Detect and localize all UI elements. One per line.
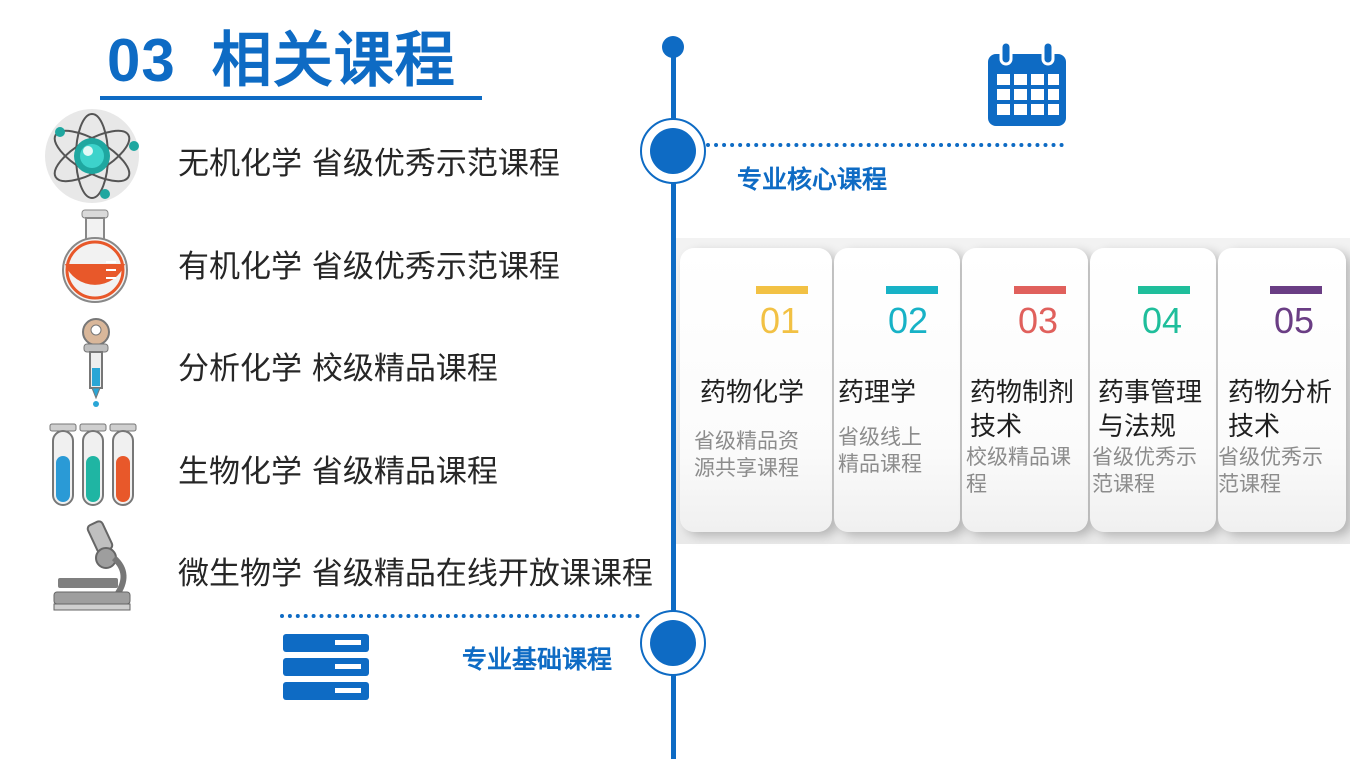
server-stack-icon — [283, 632, 369, 702]
course-card: 04 药事管理与法规 省级优秀示范课程 — [1090, 248, 1216, 532]
card-description: 省级优秀示范课程 — [1218, 445, 1323, 496]
dropper-icon — [48, 314, 148, 414]
card-description: 省级优秀示范课程 — [1092, 445, 1197, 496]
core-courses-panel: 01 药物化学 省级精品资源共享课程 02 药理学 省级线上精品课程 03 药物… — [676, 238, 1350, 544]
calendar-icon — [985, 40, 1069, 130]
course-item: 微生物学 省级精品在线开放课课程 — [178, 556, 653, 592]
card-number: 04 — [1142, 300, 1183, 341]
timeline-node-foundation — [640, 610, 706, 676]
timeline-start-dot — [662, 36, 684, 58]
microscope-icon — [44, 518, 144, 618]
connector-foundation — [280, 614, 640, 618]
course-item: 无机化学 省级优秀示范课程 — [178, 146, 560, 182]
card-color-bar — [886, 286, 938, 294]
card-color-bar — [1138, 286, 1190, 294]
card-title: 药物制剂技术 — [970, 378, 1075, 442]
course-card: 01 药物化学 省级精品资源共享课程 — [680, 248, 832, 532]
section-title: 相关课程 — [211, 26, 456, 96]
card-title: 药物化学 — [700, 378, 805, 408]
card-description: 校级精品课程 — [966, 445, 1071, 496]
card-color-bar — [1270, 286, 1322, 294]
course-card: 03 药物制剂技术 校级精品课程 — [962, 248, 1088, 532]
card-number: 01 — [760, 300, 801, 341]
card-color-bar — [756, 286, 808, 294]
section-number: 03 — [107, 27, 176, 94]
card-description: 省级线上精品课程 — [838, 425, 922, 476]
connector-core — [706, 143, 1064, 147]
atom-icon — [42, 106, 142, 206]
core-section-label: 专业核心课程 — [737, 165, 888, 194]
title-underline — [100, 96, 482, 100]
card-number: 03 — [1018, 300, 1059, 341]
card-title: 药理学 — [838, 378, 917, 408]
card-title: 药物分析技术 — [1228, 378, 1333, 442]
card-number: 05 — [1274, 300, 1315, 341]
card-description: 省级精品资源共享课程 — [694, 429, 799, 480]
foundation-section-label: 专业基础课程 — [462, 645, 613, 674]
course-item: 分析化学 校级精品课程 — [178, 351, 498, 387]
card-number: 02 — [888, 300, 929, 341]
timeline-node-core — [640, 118, 706, 184]
card-color-bar — [1014, 286, 1066, 294]
course-card: 02 药理学 省级线上精品课程 — [834, 248, 960, 532]
course-item: 有机化学 省级优秀示范课程 — [178, 249, 560, 285]
course-item: 生物化学 省级精品课程 — [178, 454, 498, 490]
test-tubes-icon — [44, 418, 144, 518]
card-title: 药事管理与法规 — [1098, 378, 1203, 442]
timeline-line — [671, 46, 676, 759]
course-card: 05 药物分析技术 省级优秀示范课程 — [1218, 248, 1346, 532]
flask-icon — [46, 208, 146, 308]
page-title: 03 相关课程 — [107, 12, 456, 99]
